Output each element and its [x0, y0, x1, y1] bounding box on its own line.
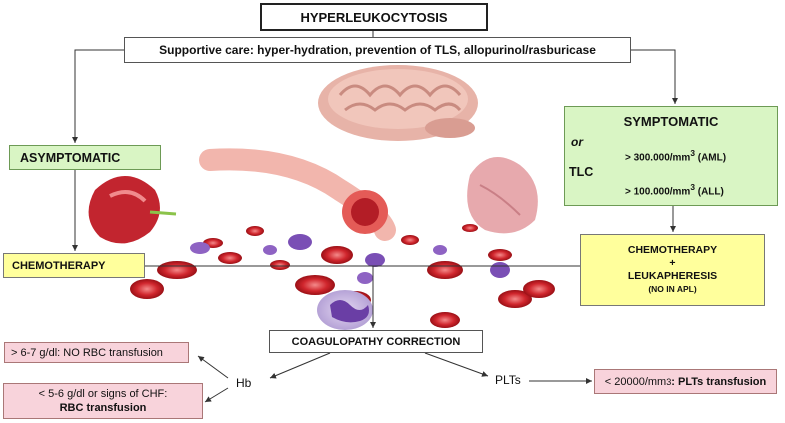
or-label: or [571, 135, 583, 149]
plus-sign: + [669, 257, 676, 269]
symptomatic-heading: SYMPTOMATIC [623, 114, 719, 129]
rbc-transfusion-box: < 5-6 g/dl or signs of CHF: RBC transfus… [3, 383, 203, 419]
flow-arrows [72, 31, 678, 403]
plt-threshold: < 20000/mm [604, 375, 667, 388]
chemo-leukapheresis-box: CHEMOTHERAPY + LEUKAPHERESIS (NO IN APL) [580, 234, 765, 306]
tlc-label: TLC [569, 165, 594, 179]
diagram-title: HYPERLEUKOCYTOSIS [260, 3, 488, 31]
no-rbc-transfusion-box: > 6-7 g/dl: NO RBC transfusion [4, 342, 189, 363]
plt-action: : PLTs transfusion [671, 375, 767, 388]
aml-threshold: > 300.000/mm3 (AML) [625, 148, 727, 164]
leukocytes [190, 234, 510, 330]
hb-label: Hb [236, 376, 252, 390]
all-threshold: > 100.000/mm3 (ALL) [625, 182, 724, 198]
plt-threshold-sup: 3 [666, 376, 672, 387]
chemo-line: CHEMOTHERAPY [627, 244, 718, 256]
leukapheresis-line: LEUKAPHERESIS [627, 270, 718, 282]
asymptomatic-box: ASYMPTOMATIC [9, 145, 161, 170]
lung-illustration [467, 157, 538, 234]
coagulopathy-box: COAGULOPATHY CORRECTION [269, 330, 483, 353]
brain-illustration [318, 65, 478, 141]
plts-label: PLTs [495, 373, 521, 387]
chemotherapy-box: CHEMOTHERAPY [3, 253, 145, 278]
apl-note: (NO IN APL) [648, 284, 697, 294]
blood-vessel-illustration [199, 148, 396, 241]
rbc-condition: < 5-6 g/dl or signs of CHF: [38, 388, 168, 400]
supportive-care-box: Supportive care: hyper-hydration, preven… [124, 37, 631, 63]
symptomatic-box: SYMPTOMATIC or TLC > 300.000/mm3 (AML) >… [564, 106, 778, 206]
kidney-illustration [88, 176, 177, 244]
rbc-action: RBC transfusion [59, 402, 147, 414]
